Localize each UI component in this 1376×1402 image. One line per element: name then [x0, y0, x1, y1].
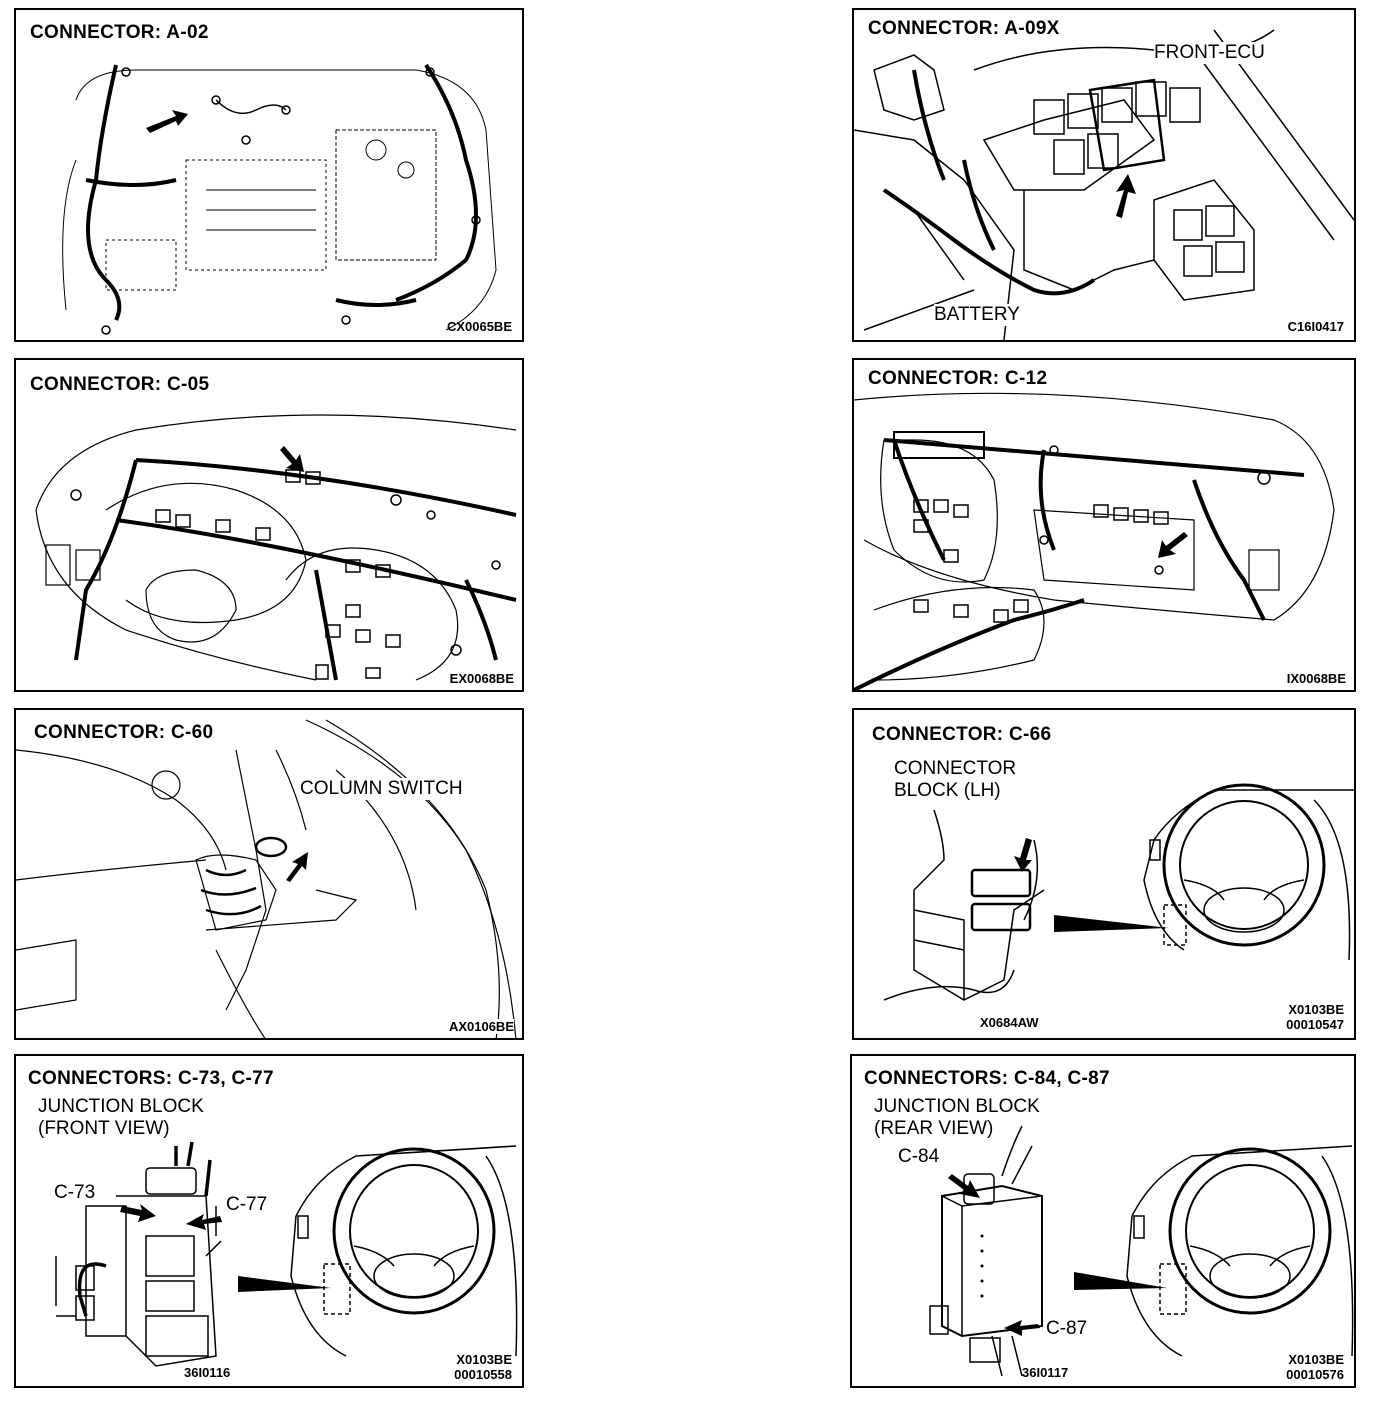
figure-code-right: X0103BE 00010558: [454, 1352, 512, 1382]
panel-connectors-c73-c77: CONNECTORS: C-73, C-77 JUNCTION BLOCK (F…: [14, 1054, 524, 1388]
panel-connector-a09x: CONNECTOR: A-09X FRONT-ECU BATTERY C16I0…: [852, 8, 1356, 342]
panel-connectors-c84-c87: CONNECTORS: C-84, C-87 JUNCTION BLOCK (R…: [850, 1054, 1356, 1388]
panel-title: CONNECTORS: C-73, C-77: [28, 1068, 274, 1089]
figure-code: CX0065BE: [446, 319, 512, 334]
panel-title: CONNECTOR: A-09X: [868, 18, 1060, 39]
connector-block-illustration: [883, 783, 1354, 1001]
panel-connector-c60: CONNECTOR: C-60 COLUMN SWITCH AX0106BE: [14, 708, 524, 1040]
figure-code-right-line1: X0103BE: [1288, 1002, 1344, 1017]
dashboard-harness-illustration: [35, 414, 517, 681]
arrow-icon: [146, 110, 188, 133]
figure-code-right-line2: 00010547: [1286, 1017, 1344, 1032]
engine-bay-illustration: [62, 63, 497, 335]
junction-block-rear-label: JUNCTION BLOCK (REAR VIEW): [874, 1096, 1040, 1140]
figure-code-left: X0684AW: [980, 1015, 1039, 1030]
junction-block-front-illustration: [55, 1141, 518, 1367]
arrow-icon: [1014, 838, 1032, 872]
battery-label: BATTERY: [934, 304, 1020, 326]
junction-block-line1: JUNCTION BLOCK: [874, 1096, 1040, 1117]
arrow-c87-icon: [1004, 1320, 1040, 1336]
arrow-c84-icon: [948, 1174, 980, 1198]
connector-block-line2: BLOCK (LH): [894, 780, 1001, 801]
junction-block-line2: (REAR VIEW): [874, 1118, 994, 1139]
front-ecu-label: FRONT-ECU: [1154, 42, 1265, 64]
arrow-c77-icon: [186, 1214, 222, 1230]
figure-code-right: X0103BE 00010576: [1286, 1352, 1344, 1382]
figure-code: EX0068BE: [449, 671, 514, 686]
pointer-wedge-icon: [1074, 1272, 1167, 1290]
junction-block-line1: JUNCTION BLOCK: [38, 1096, 204, 1117]
junction-block-rear-illustration: [929, 1125, 1354, 1377]
c84-callout: C-84: [898, 1146, 940, 1167]
dashboard-right-harness-illustration: [854, 392, 1335, 690]
panel-title: CONNECTORS: C-84, C-87: [864, 1068, 1110, 1089]
pointer-wedge-icon: [238, 1276, 331, 1292]
panel-connector-a02: CONNECTOR: A-02 CX0065BE: [14, 8, 524, 342]
figure-code: AX0106BE: [448, 1019, 514, 1034]
column-switch-label: COLUMN SWITCH: [300, 778, 463, 800]
steering-column-illustration: [16, 719, 517, 1038]
figure-code-right-line2: 00010576: [1286, 1367, 1344, 1382]
figure-code-right-line2: 00010558: [454, 1367, 512, 1382]
figure-code-right-line1: X0103BE: [456, 1352, 512, 1367]
figure-code: IX0068BE: [1286, 671, 1346, 686]
connector-block-lh-label: CONNECTOR BLOCK (LH): [894, 758, 1016, 802]
panel-title: CONNECTOR: C-05: [30, 374, 210, 395]
figure-code-left: 36I0116: [184, 1365, 231, 1380]
figure-code-right-line1: X0103BE: [1288, 1352, 1344, 1367]
c87-callout: C-87: [1046, 1318, 1088, 1339]
panel-connector-c12: CONNECTOR: C-12 IX0068BE: [852, 358, 1356, 692]
panel-connector-c66: CONNECTOR: C-66 CONNECTOR BLOCK (LH) X06…: [852, 708, 1356, 1040]
panel-title: CONNECTOR: C-12: [868, 368, 1052, 390]
junction-block-line2: (FRONT VIEW): [38, 1118, 170, 1139]
c77-callout: C-77: [226, 1194, 268, 1216]
arrow-c73-icon: [120, 1204, 156, 1222]
figure-code-right: X0103BE 00010547: [1286, 1002, 1344, 1032]
panel-title: CONNECTOR: A-02: [30, 22, 209, 43]
arrow-icon: [286, 852, 308, 882]
junction-block-front-label: JUNCTION BLOCK (FRONT VIEW): [38, 1096, 204, 1140]
arrow-icon: [1116, 174, 1136, 218]
c73-callout: C-73: [54, 1182, 96, 1203]
panel-connector-c05: CONNECTOR: C-05 EX0068BE: [14, 358, 524, 692]
arrow-icon: [1158, 532, 1188, 558]
panel-title: CONNECTOR: C-60: [34, 722, 214, 744]
battery-and-ecu-illustration: [854, 29, 1354, 340]
panel-title: CONNECTOR: C-66: [872, 724, 1052, 745]
figure-code-left: 36I0117: [1022, 1365, 1069, 1380]
pointer-wedge-icon: [1054, 915, 1169, 932]
arrow-icon: [280, 446, 304, 472]
figure-code: C16I0417: [1287, 319, 1344, 334]
connector-block-line1: CONNECTOR: [894, 758, 1017, 779]
